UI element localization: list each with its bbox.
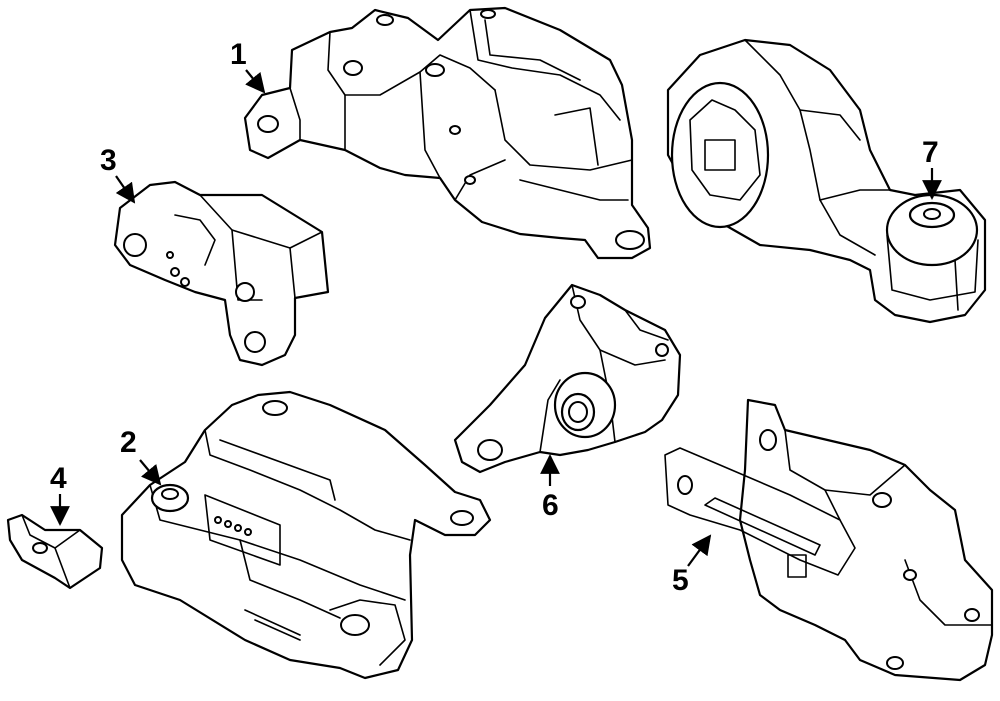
leader-arrow-2	[139, 459, 162, 486]
callout-6: 6	[540, 454, 560, 522]
callout-label-3: 3	[100, 144, 117, 177]
part-5-transmission-mount	[664, 398, 994, 682]
callout-5: 5	[672, 534, 712, 597]
part-4-small-bracket	[6, 513, 104, 590]
part-1-engine-mount	[243, 6, 652, 260]
leader-arrow-5	[687, 534, 712, 567]
part-3-bracket	[113, 180, 330, 367]
callout-7: 7	[922, 136, 942, 200]
leader-arrow-3	[115, 175, 136, 204]
callout-label-4: 4	[50, 462, 67, 495]
callout-2: 2	[120, 426, 162, 486]
callout-label-7: 7	[922, 136, 939, 169]
part-6-mount-bracket	[453, 283, 682, 474]
callout-3: 3	[100, 144, 136, 204]
part-7-torque-rod	[666, 38, 987, 324]
callout-label-2: 2	[120, 426, 137, 459]
callout-label-6: 6	[542, 489, 559, 522]
callout-1: 1	[230, 38, 266, 94]
part-2-engine-mount	[120, 390, 492, 680]
callout-label-5: 5	[672, 564, 689, 597]
leader-arrow-1	[245, 69, 266, 94]
callout-label-1: 1	[230, 38, 247, 71]
callout-4: 4	[50, 462, 70, 526]
